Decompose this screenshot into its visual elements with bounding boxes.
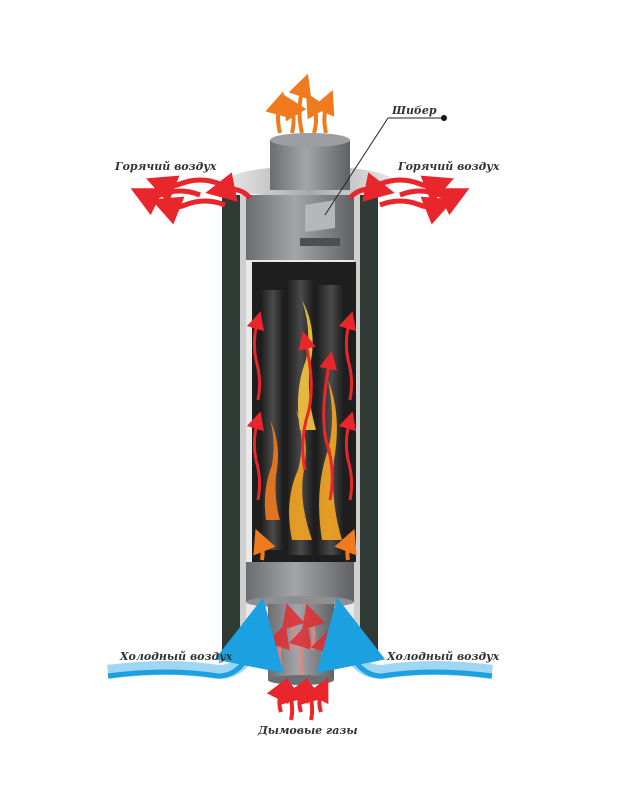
label-hot-air-right: Горячий воздух: [398, 160, 500, 173]
cold-air-flow-left: [107, 597, 284, 680]
casing-right-wall: [360, 195, 378, 660]
top-slot: [300, 238, 340, 246]
cold-air-flow-right: [316, 597, 493, 680]
damper-leader: [324, 115, 447, 216]
top-pipe: [270, 140, 350, 190]
label-cold-air-right: Холодный воздух: [387, 650, 500, 663]
damper-plate: [305, 200, 335, 232]
exhaust-arrows: [265, 73, 335, 134]
casing-left-wall: [222, 195, 240, 660]
label-hot-air-left: Горячий воздух: [115, 160, 217, 173]
hot-gas-arrows-inner: [246, 311, 357, 501]
label-flue-gases: Дымовые газы: [258, 724, 358, 737]
flue-gas-arrows: [266, 677, 329, 721]
hot-air-arrows-right: [348, 172, 470, 225]
label-damper: Шибер: [392, 104, 437, 117]
label-cold-air-left: Холодный воздух: [120, 650, 233, 663]
warm-arrows-bottom: [253, 528, 357, 561]
bottom-chamber: [246, 562, 354, 602]
top-chamber: [246, 195, 354, 260]
hot-air-arrows-left: [130, 172, 252, 225]
